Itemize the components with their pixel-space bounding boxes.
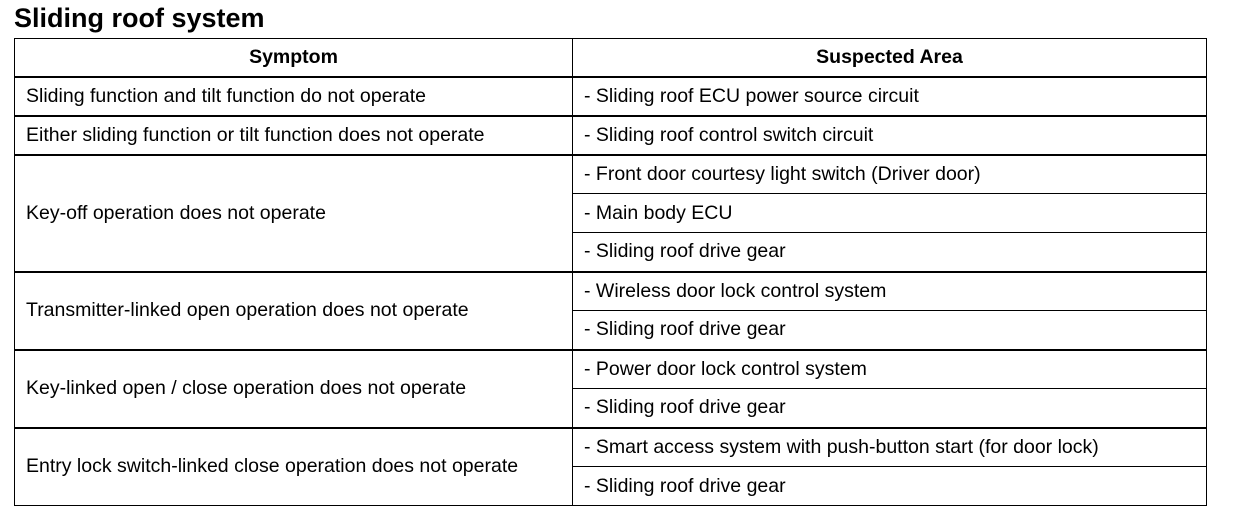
table-row: Sliding function and tilt function do no… [14,75,1207,116]
table-header-row: Symptom Suspected Area [14,38,1207,77]
symptom-cell: Key-linked open / close operation does n… [14,348,573,428]
table-row: Either sliding function or tilt function… [14,114,1207,155]
table-row: Key-linked open / close operation does n… [14,348,1207,428]
symptom-column-header: Symptom [14,38,573,77]
table-row: Entry lock switch-linked close operation… [14,426,1207,506]
symptom-cell: Entry lock switch-linked close operation… [14,426,573,506]
suspected-area-cell: - Power door lock control system [572,348,1207,389]
table-row: Key-off operation does not operate - Fro… [14,153,1207,272]
page-title: Sliding roof system [14,3,265,33]
suspected-area-cell: - Sliding roof ECU power source circuit [572,75,1207,116]
suspected-area-cell: - Sliding roof drive gear [572,388,1207,428]
table-row: - Sliding roof drive gear [15,388,1207,428]
diagnosis-table: Symptom Suspected Area Sliding function … [14,38,1207,506]
symptom-cell: Sliding function and tilt function do no… [14,75,573,116]
table-row: - Main body ECU [15,193,1207,233]
suspected-area-cell: - Wireless door lock control system [572,270,1207,311]
suspected-area-cell: - Sliding roof drive gear [572,310,1207,350]
suspected-area-column-header: Suspected Area [572,38,1207,77]
suspected-area-cell: - Main body ECU [572,193,1207,233]
suspected-area-cell: - Front door courtesy light switch (Driv… [572,153,1207,194]
symptom-cell: Transmitter-linked open operation does n… [14,270,573,350]
table-row: Transmitter-linked open operation does n… [14,270,1207,350]
symptom-cell: Key-off operation does not operate [14,153,573,272]
table-row: - Sliding roof drive gear [15,232,1207,272]
suspected-area-cell: - Smart access system with push-button s… [572,426,1207,467]
suspected-area-cell: - Sliding roof drive gear [572,466,1207,506]
suspected-area-cell: - Sliding roof drive gear [572,232,1207,272]
table-row: - Sliding roof drive gear [15,466,1207,506]
symptom-cell: Either sliding function or tilt function… [14,114,573,155]
suspected-area-cell: - Sliding roof control switch circuit [572,114,1207,155]
